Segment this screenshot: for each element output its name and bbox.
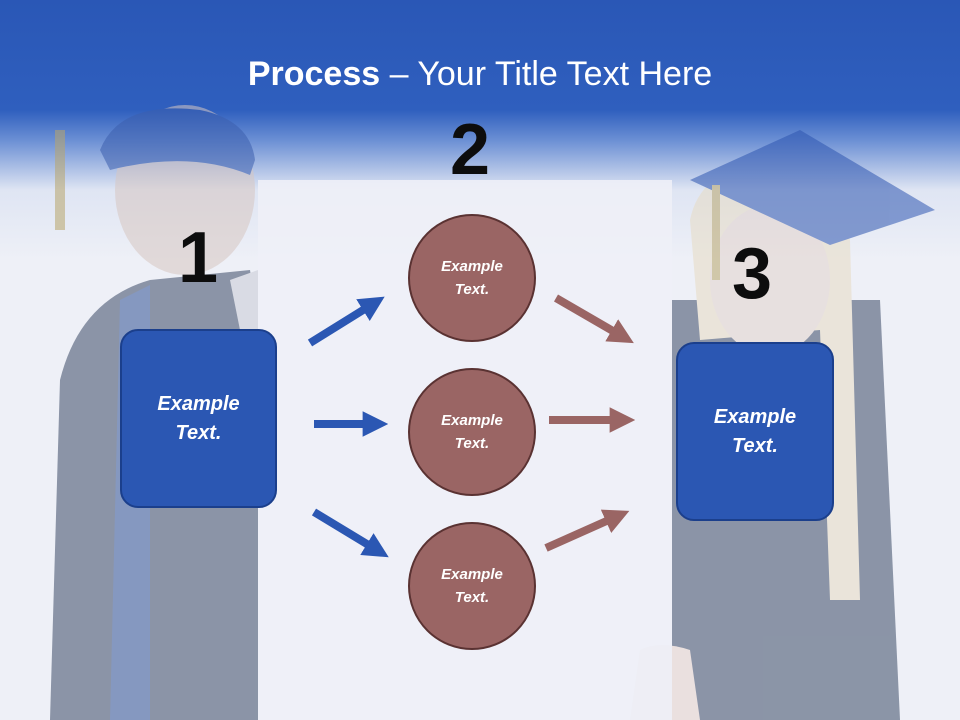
title-rest: – Your Title Text Here — [380, 55, 713, 93]
arrow-left-to-bottom — [311, 508, 389, 558]
circle-top-line1: Example — [441, 258, 503, 275]
left-box-line2: Text. — [175, 421, 222, 444]
right-box-line1: Example — [713, 405, 797, 428]
step-number-3: 3 — [732, 234, 773, 314]
circle-center-line2: Text. — [454, 435, 490, 452]
right-box-line2: Text. — [732, 434, 778, 457]
circle-bottom-line2: Text. — [454, 589, 490, 606]
circle-bottom-line1: Example — [441, 566, 503, 583]
left-box-line1: Example — [157, 392, 240, 415]
step-number-1: 1 — [178, 218, 219, 298]
slide-title: Process – Your Title Text Here — [0, 52, 960, 96]
arrow-bottom-to-right — [544, 509, 630, 552]
circle-top-line2: Text. — [454, 281, 490, 298]
title-bold: Process — [247, 55, 381, 93]
arrow-top-to-right — [553, 294, 634, 344]
arrow-left-to-top — [307, 296, 385, 347]
circle-center-line1: Example — [441, 412, 503, 429]
step-number-2: 2 — [450, 110, 491, 190]
